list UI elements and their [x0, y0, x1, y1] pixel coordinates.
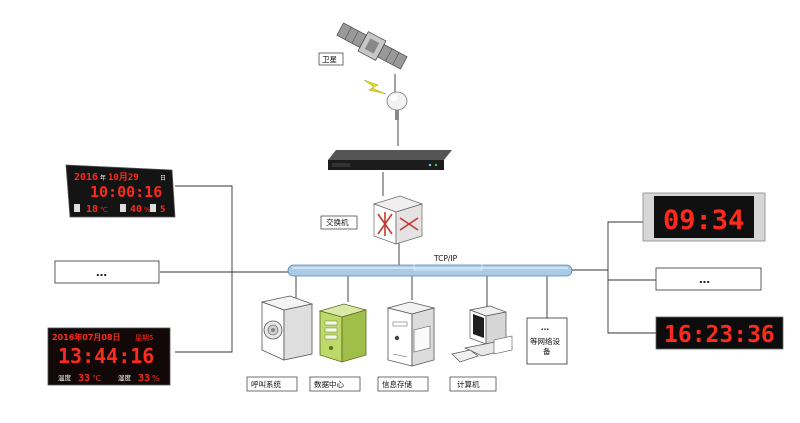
- led-display-right-bottom: 16:23:36: [655, 316, 784, 350]
- network-switch-icon: [372, 195, 424, 245]
- humid-unit: %: [144, 206, 151, 214]
- tcp-ip-bus: TCP/IP: [287, 254, 573, 277]
- week-value: 5: [160, 205, 165, 215]
- week-label: 星期5: [135, 334, 153, 342]
- temp-label: 温度: [58, 373, 72, 382]
- time-text-left-bottom: 13:44:16: [58, 344, 154, 368]
- dots-left-text: …: [96, 266, 107, 279]
- led-display-left-bottom: 2016年07月08日 星期5 13:44:16 温度 33 ℃ 湿度 33 %: [47, 327, 171, 386]
- dots-box-right: …: [655, 267, 762, 291]
- other-devices-label: 等网络设备: [530, 336, 560, 356]
- humid-label: 湿度: [118, 373, 132, 382]
- satellite-label: 卫星: [322, 55, 337, 64]
- temp-value: 18: [86, 204, 98, 215]
- led-display-left-top: 2016 年 10月29 日 10:00:16 18 ℃ 40 % 5: [65, 164, 176, 218]
- time-text: 10:00:16: [90, 183, 162, 201]
- lightning-icon: [363, 79, 387, 95]
- call-system-label: 呼叫系统: [251, 379, 281, 389]
- time-text-right-bottom: 16:23:36: [664, 322, 775, 348]
- info-storage-label: 信息存储: [382, 379, 412, 389]
- dots-right-text: …: [699, 273, 710, 286]
- temp-unit-left-bottom: ℃: [92, 374, 101, 383]
- humid-value-left-bottom: 33: [138, 373, 150, 384]
- humid-unit-left-bottom: %: [152, 374, 160, 383]
- satellite-icon: [336, 22, 408, 70]
- rack-server-icon: [328, 150, 452, 170]
- tcp-ip-label: TCP/IP: [433, 254, 458, 263]
- day-unit: 日: [160, 175, 166, 182]
- pc-tower-icon: [318, 303, 368, 363]
- other-dots: …: [541, 323, 549, 332]
- connection-lines: [160, 74, 656, 353]
- data-center-label: 数据中心: [314, 379, 344, 389]
- storage-device-icon: [386, 301, 436, 367]
- year-unit: 年: [100, 174, 106, 182]
- date-line: 2016年07月08日: [52, 332, 121, 342]
- temp-unit: ℃: [100, 206, 108, 214]
- gps-antenna-icon: [386, 91, 408, 120]
- switch-label: 交换机: [326, 217, 349, 227]
- humid-value: 40: [130, 204, 142, 215]
- computer-icon: [451, 305, 514, 363]
- other-devices-box: … 等网络设备: [526, 317, 568, 365]
- time-text-right-top: 09:34: [663, 205, 744, 236]
- temp-value-left-bottom: 33: [78, 373, 90, 384]
- led-display-right-top: 09:34: [642, 192, 766, 242]
- computer-label: 计算机: [457, 379, 480, 389]
- year-text: 2016: [74, 172, 98, 183]
- month-day-text: 10月29: [108, 172, 139, 183]
- dots-box-left: …: [54, 260, 160, 284]
- speaker-icon: [260, 295, 314, 361]
